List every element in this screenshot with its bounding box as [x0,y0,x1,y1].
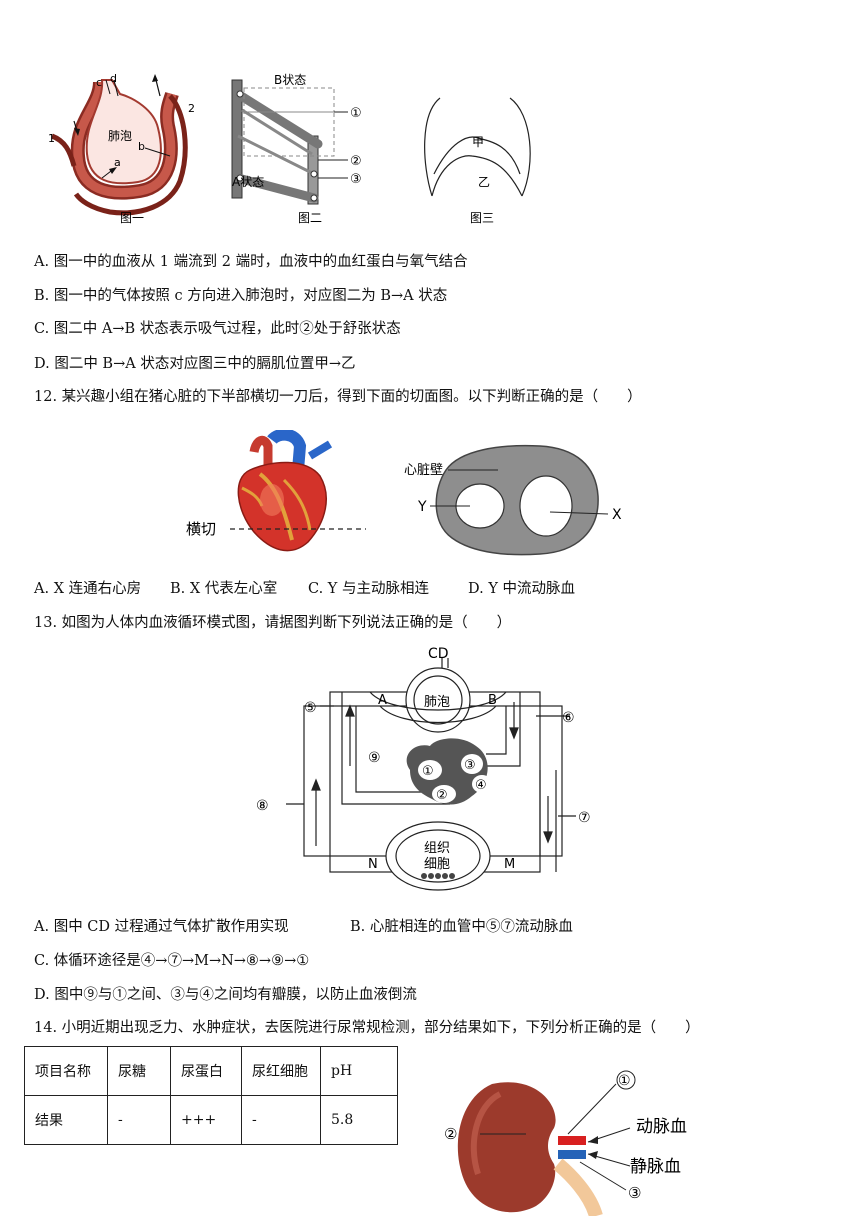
q13-option-b: B. 心脏相连的血管中⑤⑦流动脉血 [350,919,573,935]
figure-2-rib-model: B状态 A状态 ① ② ③ 图二 [231,73,362,225]
table-cell: 结果 [24,1095,108,1145]
q12-x-label: X [612,507,622,523]
kidney-vein-label: 静脉血 [630,1157,681,1177]
q13-option-c: C. 体循环途径是④→⑦→M→N→⑧→⑨→① [34,953,310,969]
fig2-mark-2: ② [350,154,362,169]
fig1-label-b: b [138,140,145,153]
fig2-state-a: A状态 [232,175,264,189]
table-cell: +++ [170,1095,242,1145]
fig2-mark-3: ③ [350,172,362,187]
q11-option-d: D. 图二中 B→A 状态对应图三中的膈肌位置甲→乙 [34,356,356,372]
q13-b-label: B [488,693,497,708]
urine-test-table: 项目名称 尿糖 尿蛋白 尿红细胞 pH 结果 - +++ - 5.8 [24,1046,398,1145]
q13-mark-6: ⑥ [562,710,575,726]
q12-y-label: Y [417,499,427,515]
q11-option-b: B. 图一中的气体按照 c 方向进入肺泡时，对应图二为 B→A 状态 [34,288,448,304]
q14-kidney-diagram: ① ② ③ 动脉血 静脉血 [444,1070,687,1216]
q13-mark-5: ⑤ [304,700,317,716]
q13-mark-4: ④ [475,778,487,793]
q13-mark-7: ⑦ [578,810,591,826]
table-header-row: 项目名称 尿糖 尿蛋白 尿红细胞 pH [24,1046,398,1096]
q12-wall-label: 心脏壁 [404,463,443,478]
kidney-mark-3: ③ [628,1184,641,1202]
q12-option-d: D. Y 中流动脉血 [468,581,576,597]
q13-circulation-diagram: CD 肺泡 A B N M 组织 细胞 ① ② ③ ④ ⑤ ⑥ ⑦ ⑧ ⑨ [256,646,591,891]
table-row: 结果 - +++ - 5.8 [24,1095,398,1145]
fig2-state-b: B状态 [274,73,306,87]
fig1-label-d: d [110,72,117,85]
q14-stem: 14. 小明近期出现乏力、水肿症状，去医院进行尿常规检测，部分结果如下，下列分析… [34,1020,700,1036]
table-cell: 5.8 [320,1095,398,1145]
table-cell: - [107,1095,171,1145]
q13-cd-label: CD [428,646,449,662]
q12-option-c: C. Y 与主动脉相连 [308,581,429,597]
q12-stem: 12. 某兴趣小组在猪心脏的下半部横切一刀后，得到下面的切面图。以下判断正确的是… [34,389,642,405]
q11-option-c: C. 图二中 A→B 状态表示吸气过程，此时②处于舒张状态 [34,321,401,337]
q13-mark-3: ③ [464,758,476,773]
table-header-cell: 项目名称 [24,1046,108,1096]
fig1-label-c: c [96,76,102,89]
q12-cross-section: 心脏壁 Y X [404,444,622,556]
fig1-label-2: 2 [188,102,195,115]
q12-heart-image: 横切 [186,430,366,552]
table-cell: - [241,1095,321,1145]
fig2-caption: 图二 [298,211,322,225]
q13-mark-2: ② [436,788,448,803]
table-header-cell: 尿红细胞 [241,1046,321,1096]
q13-a-label: A [378,693,387,708]
q13-mark-1: ① [422,764,434,779]
q13-tissue-label-2: 细胞 [424,857,450,872]
kidney-mark-1: ① [618,1073,631,1089]
q11-option-a: A. 图一中的血液从 1 端流到 2 端时，血液中的血红蛋白与氧气结合 [34,254,468,270]
fig3-yi: 乙 [478,175,490,189]
q12-option-b: B. X 代表左心室 [170,581,278,597]
fig1-alveolus-label: 肺泡 [108,129,132,143]
q13-stem: 13. 如图为人体内血液循环模式图，请据图判断下列说法正确的是（ ） [34,615,512,631]
q13-option-a: A. 图中 CD 过程通过气体扩散作用实现 [34,919,289,935]
table-header-cell: 尿糖 [107,1046,171,1096]
q13-tissue-label-1: 组织 [424,841,450,856]
fig1-label-a: a [114,156,121,169]
q13-mark-8: ⑧ [256,798,269,814]
kidney-artery-label: 动脉血 [636,1117,687,1137]
fig3-caption: 图三 [470,211,494,225]
q13-m-label: M [504,857,515,872]
q13-mark-9: ⑨ [368,750,381,766]
table-header-cell: pH [320,1046,398,1096]
q12-cut-label: 横切 [186,520,216,538]
q13-n-label: N [368,857,378,872]
figure-1-alveolus: c d 1 2 肺泡 b a 图一 [48,72,195,225]
fig1-caption: 图一 [120,211,144,225]
kidney-mark-2: ② [444,1125,457,1143]
q13-alveolus-label: 肺泡 [424,695,450,710]
q12-option-a: A. X 连通右心房 [34,581,142,597]
fig2-mark-1: ① [350,106,362,121]
table-header-cell: 尿蛋白 [170,1046,242,1096]
fig1-label-1: 1 [48,132,55,145]
figure-3-diaphragm: 甲 乙 图三 [424,97,531,225]
q13-option-d: D. 图中⑨与①之间、③与④之间均有瓣膜，以防止血液倒流 [34,987,417,1003]
fig3-jia: 甲 [472,135,484,149]
